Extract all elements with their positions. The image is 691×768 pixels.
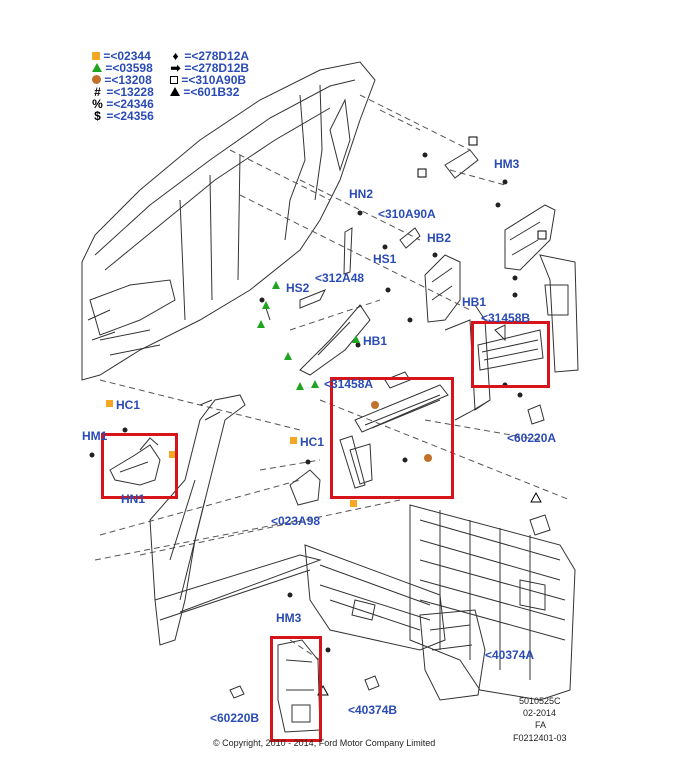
quarter-trim-upper xyxy=(343,149,579,373)
legend-row-278d12b: ➡ =<278D12B xyxy=(170,61,250,75)
callout-023a98: <023A98 xyxy=(271,514,321,528)
callout-hb1-top: HB1 xyxy=(462,295,487,309)
rear-wall-panel xyxy=(409,504,576,701)
callout-hm3-top: HM3 xyxy=(494,157,520,171)
callout-60220a: <60220A xyxy=(507,431,557,445)
callout-hb2: HB2 xyxy=(427,231,452,245)
rear-trim-panel xyxy=(304,544,486,701)
copyright-notice: © Copyright, 2010 - 2014, Ford Motor Com… xyxy=(213,738,436,748)
b-pillar-trim xyxy=(424,254,491,421)
green-triangle-icon xyxy=(92,63,102,72)
callout-60220b: <60220B xyxy=(210,711,260,725)
open-square-icon xyxy=(170,76,178,84)
orange-square-icon xyxy=(92,52,100,60)
legend-row-02344: =<02344 xyxy=(92,50,151,62)
hash-icon: # xyxy=(94,85,101,99)
clips xyxy=(229,404,551,699)
percent-icon: % xyxy=(92,97,103,111)
callout-hs2: HS2 xyxy=(286,281,310,295)
callout-hm3-bottom: HM3 xyxy=(276,611,302,625)
callout-hn1: HN1 xyxy=(121,492,146,506)
highlight-box-right xyxy=(471,321,550,388)
callout-31458b: <31458B xyxy=(481,311,531,325)
callout-hc1-left: HC1 xyxy=(116,398,141,412)
legend-row-13208: =<13208 xyxy=(92,74,152,86)
drawing-number: 5010525C xyxy=(519,696,561,706)
legend-row-601b32: =<601B32 xyxy=(170,86,239,98)
legend-row-03598: =<03598 xyxy=(92,62,153,74)
callout-hc1-mid: HC1 xyxy=(300,435,325,449)
callout-31458a: <31458A xyxy=(324,377,374,391)
scuff-plate-center xyxy=(339,371,449,489)
legend-row-13228: # =<13228 xyxy=(92,85,154,99)
callout-hm1: HM1 xyxy=(82,429,108,443)
callout-40374a: <40374A xyxy=(485,648,535,662)
drawing-code: FA xyxy=(535,720,547,730)
callout-hb1-mid: HB1 xyxy=(363,334,388,348)
brown-circle-icon xyxy=(92,75,101,84)
highlight-box-center xyxy=(330,377,454,499)
legend-row-24346: % =<24346 xyxy=(92,97,154,111)
legend-row-24356: $ =<24356 xyxy=(92,109,154,123)
highlight-box-left xyxy=(101,433,178,499)
scuff-plate-right xyxy=(477,324,544,371)
cowl-bracket xyxy=(289,469,321,506)
drawing-date: 02-2014 xyxy=(523,708,557,718)
markers xyxy=(106,136,547,696)
callout-40374b: <40374B xyxy=(348,703,398,717)
legend-row-310a90b: =<310A90B xyxy=(170,74,246,86)
legend-row-278d12a: ♦ =<278D12A xyxy=(170,49,249,63)
diamond-icon: ♦ xyxy=(172,49,179,63)
callout-312a48: <312A48 xyxy=(315,271,365,285)
seat-belt-trim xyxy=(264,289,371,376)
arrow-icon: ➡ xyxy=(170,61,181,75)
open-triangle-icon xyxy=(170,87,180,96)
a-pillar-bracket xyxy=(109,437,161,486)
body-side-frame xyxy=(81,61,376,381)
leader-lines xyxy=(94,94,571,661)
highlight-box-bottom xyxy=(270,636,322,742)
a-pillar-structure xyxy=(149,394,322,646)
callout-hn2: HN2 xyxy=(349,187,374,201)
callout-hs1: HS1 xyxy=(373,252,397,266)
figure-number: F0212401-03 xyxy=(513,733,567,743)
dollar-icon: $ xyxy=(94,109,101,123)
callout-310a90a: <310A90A xyxy=(378,207,436,221)
